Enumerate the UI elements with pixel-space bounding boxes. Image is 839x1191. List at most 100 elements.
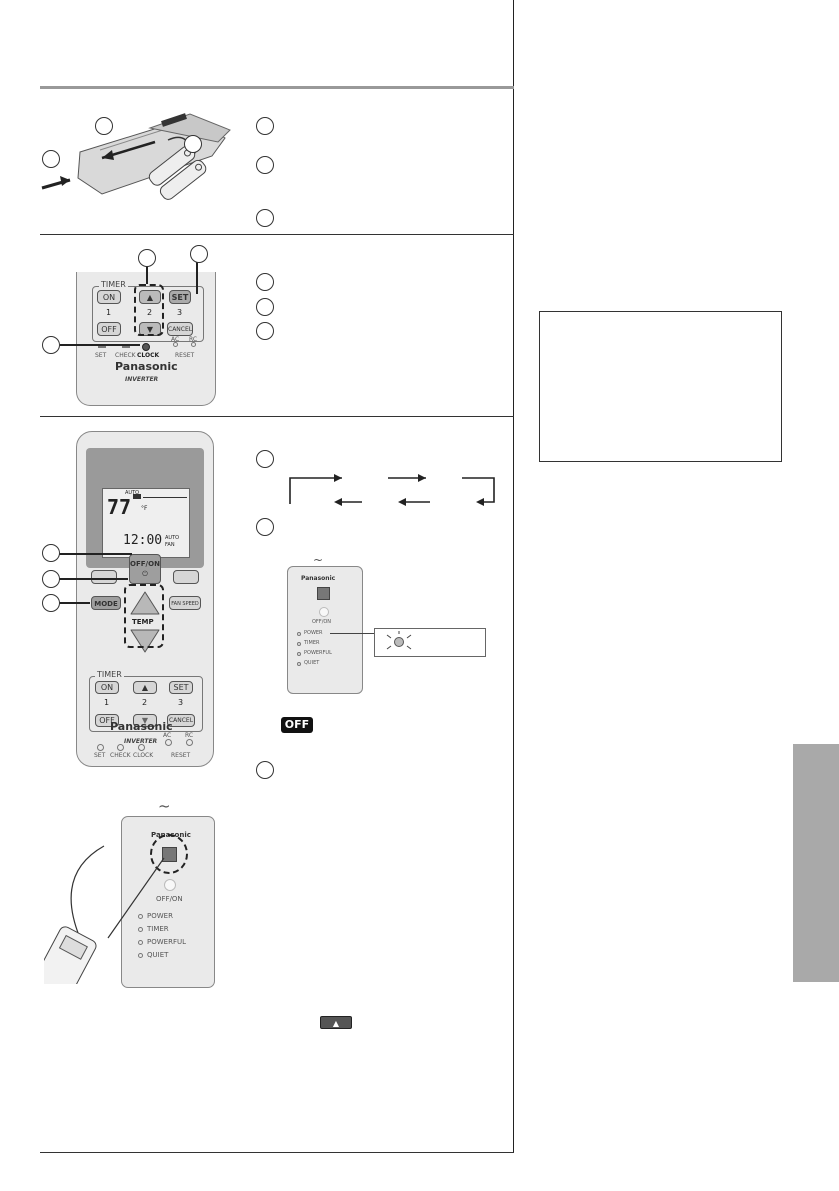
callout-line-temp <box>58 578 128 580</box>
timer-up-button-big[interactable]: ▲ <box>133 681 157 694</box>
lcd-bar <box>143 497 187 498</box>
lcd-unit: °F <box>141 505 148 512</box>
arrow-up-icon: ▲ <box>332 1019 340 1028</box>
tilde-mark-large: ~ <box>158 797 171 815</box>
lcd-auto-fan: AUTO <box>165 535 180 541</box>
led-powerful-small <box>297 652 301 656</box>
rc-reset-hole-big[interactable] <box>186 739 193 746</box>
timer-up-button[interactable]: ▲ <box>139 290 161 304</box>
fan-speed-button[interactable]: FAN SPEED <box>169 596 201 610</box>
led-timer-label-small: TIMER <box>304 640 320 646</box>
indoor-offon-button-large[interactable] <box>164 879 176 891</box>
step-marker-clock-3 <box>256 322 274 340</box>
lcd-mode-marker <box>133 494 141 499</box>
timer-number-2-big: 2 <box>142 698 148 707</box>
led-quiet-label-large: QUIET <box>147 951 169 959</box>
step-marker-op-2 <box>256 518 274 536</box>
brand-sub-logo: INVERTER <box>125 376 159 383</box>
callout-line-set <box>196 262 198 294</box>
clock-button-big[interactable] <box>138 744 145 751</box>
led-quiet-label-small: QUIET <box>304 660 320 666</box>
bottom-rule <box>40 1152 514 1153</box>
arrow-down-icon: ▼ <box>141 716 149 725</box>
lcd-temperature: 77 <box>107 495 132 519</box>
right-blank-button[interactable] <box>173 570 199 584</box>
clock-label: CLOCK <box>137 352 160 359</box>
led-power-small <box>297 632 301 636</box>
arrow-up-icon: ▲ <box>146 293 154 302</box>
divider-1 <box>40 234 514 235</box>
clock-button[interactable] <box>142 343 150 351</box>
mode-cycle-arrows <box>289 474 495 506</box>
lcd-time: 12:00 <box>123 533 163 548</box>
step-marker-op-3 <box>256 761 274 779</box>
power-icon: ⏻ <box>142 570 148 578</box>
reset-label-big: RESET <box>171 752 191 759</box>
check-hole-big[interactable] <box>117 744 124 751</box>
main-column-right-border <box>513 89 514 1152</box>
mode-button[interactable]: MODE <box>91 596 121 610</box>
check-label-big: CHECK <box>110 752 131 759</box>
led-quiet-large <box>138 953 143 958</box>
led-powerful-label-small: POWERFUL <box>304 650 332 656</box>
callout-line-offon <box>58 553 132 555</box>
callout-clock <box>42 336 60 354</box>
temp-up-button[interactable] <box>129 590 161 618</box>
timer-frame-big <box>89 676 203 732</box>
timer-number-2: 2 <box>147 308 153 317</box>
step-marker-3 <box>256 209 274 227</box>
timer-title-big: TIMER <box>95 670 124 679</box>
brand-sub-logo-big: INVERTER <box>124 738 158 745</box>
timer-number-1: 1 <box>106 308 112 317</box>
offon-button[interactable]: OFF/ON ⏻ <box>129 554 161 584</box>
timer-set-button[interactable]: SET <box>169 290 191 304</box>
led-powerful-large <box>138 940 143 945</box>
timer-off-button-big[interactable]: OFF <box>95 714 119 727</box>
timer-on-button-big[interactable]: ON <box>95 681 119 694</box>
brand-logo-big: Panasonic <box>110 720 173 733</box>
set-hole[interactable] <box>98 346 106 348</box>
remote-lower-part: TIMER ON 1 OFF ▲ 2 ▼ SET 3 CANCEL AC RC … <box>76 272 216 406</box>
led-power-label-small: POWER <box>304 630 323 636</box>
power-led-pointer <box>330 633 386 634</box>
ac-label-big: AC <box>163 732 172 739</box>
step-marker-clock-1 <box>256 273 274 291</box>
timer-cancel-button-big[interactable]: CANCEL <box>167 714 195 727</box>
display-panel: AUTO 77 °F 12:00 AUTO FAN <box>86 448 204 568</box>
check-hole[interactable] <box>122 346 130 348</box>
led-timer-label-large: TIMER <box>147 925 169 933</box>
header-rule <box>40 86 514 89</box>
timer-on-button[interactable]: ON <box>97 290 121 304</box>
temp-down-button[interactable] <box>129 626 161 654</box>
led-power-label-large: POWER <box>147 912 173 920</box>
ac-label: AC <box>171 336 180 343</box>
set-hole-big[interactable] <box>97 744 104 751</box>
timer-set-button-big[interactable]: SET <box>169 681 193 694</box>
rc-label: RC <box>189 336 198 343</box>
led-timer-large <box>138 927 143 932</box>
indoor-brand-small: Panasonic <box>301 575 336 582</box>
led-quiet-small <box>297 662 301 666</box>
callout-line-clock <box>60 344 140 346</box>
rc-reset-hole[interactable] <box>191 342 196 347</box>
left-blank-button[interactable] <box>91 570 117 584</box>
power-led-callout-box <box>374 628 486 657</box>
timer-cancel-button[interactable]: CANCEL <box>167 322 193 336</box>
callout-temp <box>42 570 60 588</box>
receiver-highlight <box>150 834 188 874</box>
up-arrow-badge: ▲ <box>320 1016 352 1029</box>
callout-2 <box>95 117 113 135</box>
timer-frame <box>92 286 204 342</box>
led-timer-small <box>297 642 301 646</box>
clock-label-big: CLOCK <box>133 752 154 759</box>
timer-down-button-big[interactable]: ▼ <box>133 714 157 727</box>
divider-2 <box>40 416 514 417</box>
callout-mode <box>42 594 60 612</box>
indoor-offon-button-small[interactable] <box>319 607 329 617</box>
timer-off-button[interactable]: OFF <box>97 322 121 336</box>
ac-reset-hole-big[interactable] <box>165 739 172 746</box>
step-marker-op-1 <box>256 450 274 468</box>
tilde-mark-small: ~ <box>313 553 324 567</box>
ac-reset-hole[interactable] <box>173 342 178 347</box>
clock-adjust-highlight <box>134 284 164 336</box>
